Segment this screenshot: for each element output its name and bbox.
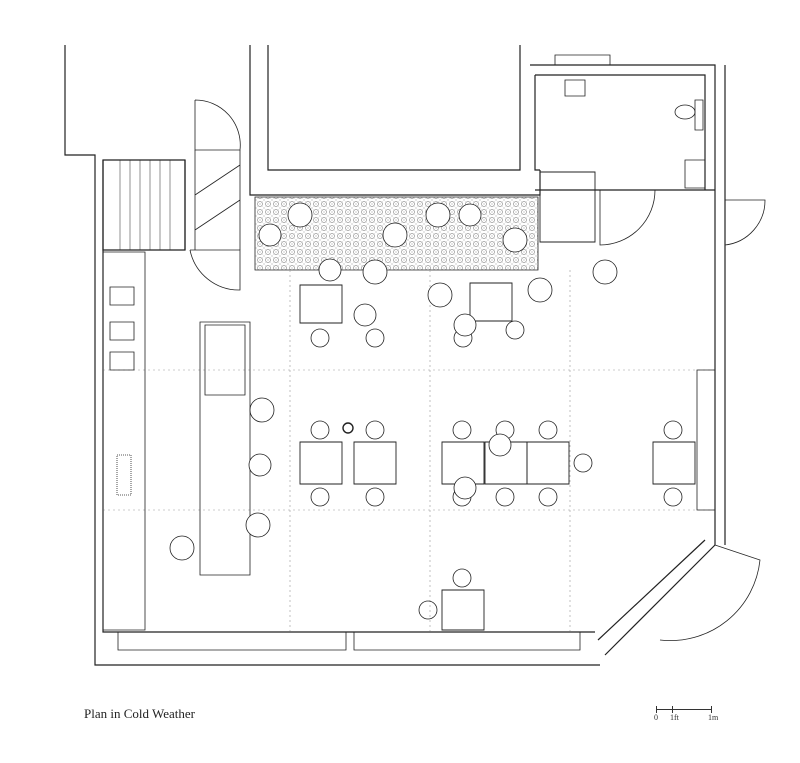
drawing-title: Plan in Cold Weather	[84, 706, 196, 721]
door-swing-left[interactable]	[190, 250, 240, 290]
scale-tick	[672, 706, 673, 713]
staircase	[103, 150, 240, 250]
chairs	[311, 321, 682, 619]
people	[170, 203, 617, 560]
tables	[300, 172, 695, 630]
kitchen-island	[200, 322, 250, 575]
exterior-walls	[65, 45, 725, 665]
door-swing-wc[interactable]	[600, 190, 655, 245]
floor-grid	[103, 270, 715, 632]
scale-label-0: 0	[654, 713, 658, 722]
scale-bar-line	[656, 709, 712, 710]
scale-tick	[656, 706, 657, 713]
scale-tick	[711, 706, 712, 713]
door-swing-corner[interactable]	[660, 545, 760, 641]
scale-label-1m: 1m	[708, 713, 719, 722]
scale-bar: 0 1ft 1m	[650, 700, 720, 730]
scale-label-1ft: 1ft	[670, 713, 679, 722]
door-swing-entrance[interactable]	[725, 200, 765, 245]
wc-fixtures	[555, 55, 705, 188]
kitchen-counter	[103, 252, 145, 630]
door-swing-top[interactable]	[195, 100, 240, 150]
window-bench	[118, 370, 715, 650]
